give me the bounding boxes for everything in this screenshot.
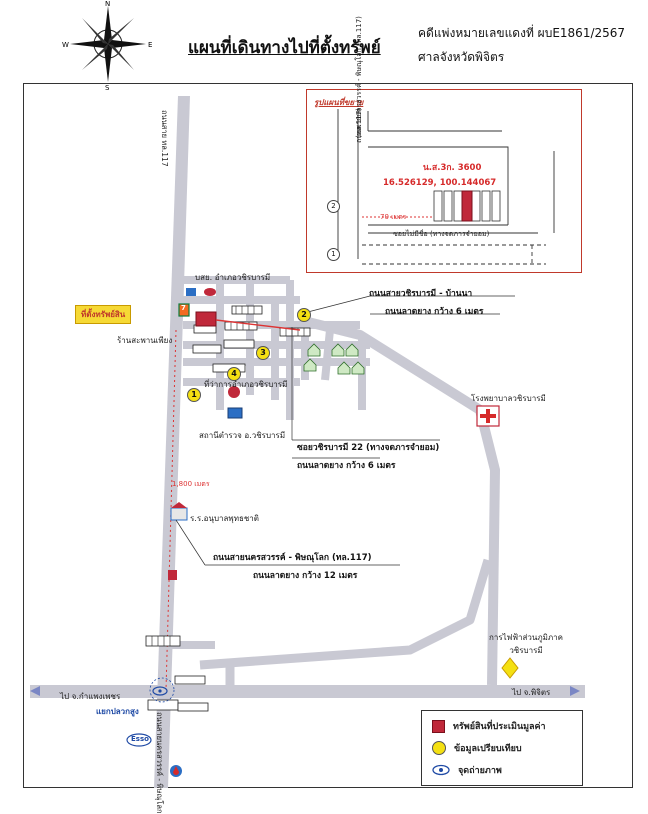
inset-deed: น.ส.3ก. 3600 bbox=[423, 163, 482, 173]
map-frame bbox=[23, 83, 633, 788]
case-number: คดีแพ่งหมายเลขแดงที่ ผบE1861/2567 bbox=[418, 26, 626, 40]
electric-label: การไฟฟ้าส่วนภูมิภาค วชิรบารมี bbox=[489, 633, 563, 655]
legend-photo-label: จุดถ่ายภาพ bbox=[458, 766, 502, 776]
compass-rose-icon: N S W E bbox=[62, 0, 152, 90]
comparison-point-3: 3 bbox=[256, 346, 270, 360]
road-label-top-2: ถนนลาดยาง กว้าง 6 เมตร bbox=[385, 307, 484, 317]
page-title: แผนที่เดินทางไปที่ตั้งทรัพย์ bbox=[188, 38, 381, 58]
inset-coords: 16.526129, 100.144067 bbox=[383, 178, 497, 188]
highway-vertical-bottom-label: ถนนสายนครสวรรค์ - พิษณุโลก bbox=[155, 712, 164, 814]
inset-photo-point-2: 2 bbox=[327, 200, 340, 213]
soi-label-2: ถนนลาดยาง กว้าง 6 เมตร bbox=[297, 461, 396, 471]
legend-comparison-label: ข้อมูลเปรียบเทียบ bbox=[454, 744, 522, 754]
legend-item-property: ทรัพย์สินที่ประเมินมูลค่า bbox=[432, 719, 546, 733]
compass-w: W bbox=[62, 41, 69, 49]
inset-distance: 70 เมตร bbox=[380, 213, 407, 221]
inset-alley: ซอยไม่มีชื่อ (ทางจดภารจำยอม) bbox=[393, 230, 490, 238]
shop-label: ร้านสะพานเพียง bbox=[117, 336, 173, 345]
eye-icon bbox=[432, 764, 450, 776]
red-square-icon bbox=[432, 719, 445, 733]
seven-eleven-badge: 7 bbox=[181, 304, 186, 312]
compass-e: E bbox=[148, 41, 152, 49]
court-name: ศาลจังหวัดพิจิตร bbox=[418, 50, 505, 64]
junction-label: แยกปลวกสูง bbox=[96, 707, 139, 716]
esso-label: Esso bbox=[131, 735, 149, 743]
inset-photo-point-1: 1 bbox=[327, 248, 340, 261]
inset-map bbox=[306, 89, 582, 273]
comparison-point-4: 4 bbox=[227, 367, 241, 381]
legend-item-photo: จุดถ่ายภาพ bbox=[432, 763, 502, 777]
soi-label-1: ซอยวชิรบารมี 22 (ทางจดภารจำยอม) bbox=[297, 443, 440, 453]
main-road-label-1: ถนนสายนครสวรรค์ - พิษณุโลก (ทล.117) bbox=[213, 553, 372, 563]
legend-box: ทรัพย์สินที่ประเมินมูลค่า ข้อมูลเปรียบเท… bbox=[421, 710, 583, 786]
legend-property-label: ทรัพย์สินที่ประเมินมูลค่า bbox=[453, 722, 546, 732]
to-kamphaeng-label: ไป จ.กำแพงเพชร bbox=[60, 692, 121, 701]
legend-item-comparison: ข้อมูลเปรียบเทียบ bbox=[432, 741, 522, 755]
district-office-label: ที่ว่าการอำเภอวชิรบารมี bbox=[204, 380, 288, 389]
distance-1800-label: 1,800 เมตร bbox=[172, 480, 210, 488]
hospital-label: โรงพยาบาลวชิรบารมี bbox=[471, 394, 546, 403]
road-label-top-1: ถนนสายวชิรบารมี - บ้านนา bbox=[369, 289, 473, 299]
bank-label: บสย. อำเภอวชิรบารมี bbox=[195, 273, 271, 282]
to-phichit-label: ไป จ.พิจิตร bbox=[512, 688, 551, 697]
inset-title: รูปแผนที่ขยาย bbox=[314, 98, 364, 107]
yellow-circle-icon bbox=[432, 741, 446, 755]
compass-s: S bbox=[105, 84, 110, 90]
police-label: สถานีตำรวจ อ.วชิรบารมี bbox=[199, 431, 286, 440]
inset-road-117-top: (ทล.117) bbox=[355, 108, 363, 138]
comparison-point-1: 1 bbox=[187, 388, 201, 402]
highway-vertical-top-label: ถนนสาย ทล.117 bbox=[160, 110, 169, 167]
school-label: ร.ร.อนุบาลพุทธชาติ bbox=[190, 514, 259, 523]
inset-drawing bbox=[337, 109, 555, 265]
main-road-label-2: ถนนลาดยาง กว้าง 12 เมตร bbox=[253, 571, 358, 581]
comparison-point-2: 2 bbox=[297, 308, 311, 322]
property-flag: ที่ตั้งทรัพย์สิน bbox=[75, 305, 132, 324]
compass-n: N bbox=[105, 0, 110, 8]
